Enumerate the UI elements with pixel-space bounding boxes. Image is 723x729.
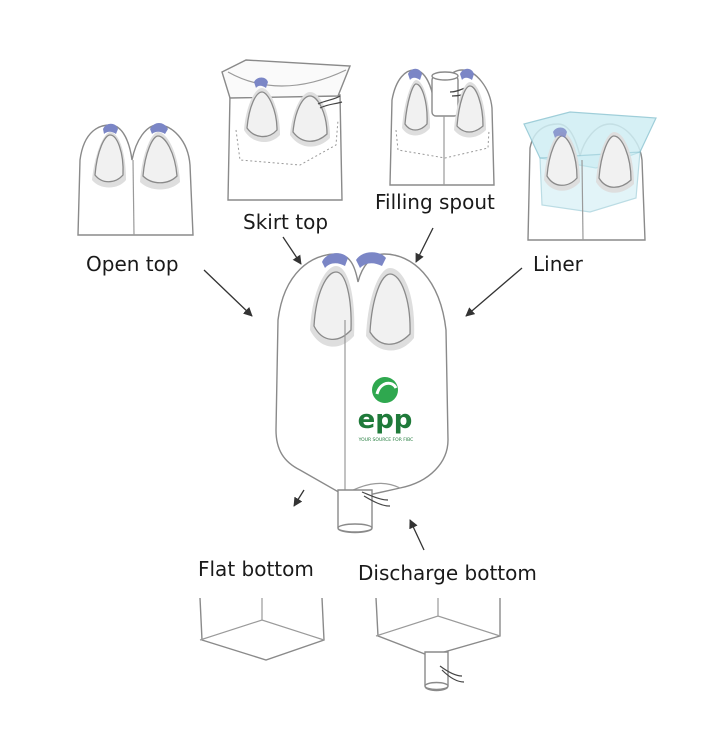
leaf-icon [372,377,398,403]
center-bag-illustration [275,252,449,534]
label-flat-bottom: Flat bottom [198,557,314,581]
label-skirt-top: Skirt top [243,210,328,234]
arrow-discharge-bottom [409,519,425,551]
skirt-top-illustration [221,59,352,201]
epp-logo: EPP YOUR SOURCE FOR FIBC [358,377,414,443]
liner-illustration [523,111,657,241]
logo-brand: EPP [358,405,413,435]
arrow-open-top [203,269,253,317]
flat-bottom-illustration [199,597,325,661]
logo-tagline: YOUR SOURCE FOR FIBC [358,437,414,443]
label-discharge-bottom: Discharge bottom [358,561,537,585]
label-liner: Liner [533,252,584,276]
filling-spout-illustration [389,68,495,186]
label-filling-spout: Filling spout [375,190,495,214]
open-top-illustration [77,123,194,236]
label-open-top: Open top [86,252,179,276]
arrow-flat-bottom [293,489,305,507]
arrow-liner [465,267,523,317]
arrow-skirt-top [282,236,302,265]
discharge-bottom-illustration [375,597,501,692]
arrow-filling-spout [415,227,434,263]
